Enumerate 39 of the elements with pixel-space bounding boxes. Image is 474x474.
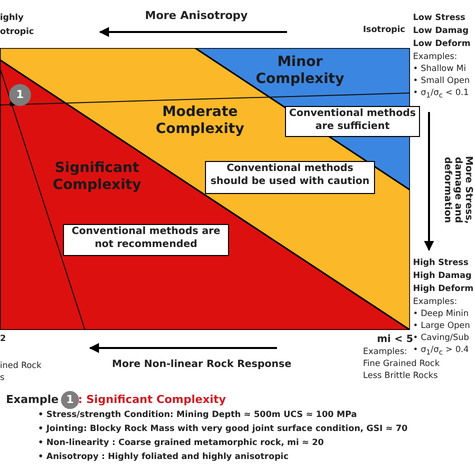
zone-title: Minor Complexity xyxy=(254,54,346,88)
label-text: Less Brittle Rocks xyxy=(363,372,438,382)
label-text: 2 xyxy=(0,335,6,344)
label-text: Low Deform xyxy=(413,40,470,50)
label-text: High Stress xyxy=(413,259,468,268)
label-text: Low Damag xyxy=(413,27,469,36)
label-text: Example xyxy=(6,394,59,406)
label-text: • σ$_{1}$/σ$_{c}$ < 0.1 xyxy=(413,89,469,100)
label-text: High Damag xyxy=(413,272,472,282)
example-marker: 1 xyxy=(61,391,79,409)
label-text: • Jointing: Blocky Rock Mass with very good joint surface condition, GSI ≈ 70 xyxy=(38,425,408,434)
label-text: • Non-linearity : Coarse grained metamorphic rock, mi ≈ 20 xyxy=(38,439,324,448)
label-text: • Stress/strength Condition: Mining Depth ≈ 500m UCS ≈ 100 MPa xyxy=(38,411,357,420)
label-text: s xyxy=(0,374,4,384)
label-text: Fine Grained Rock xyxy=(363,360,440,370)
label-text: mi < 5 xyxy=(377,334,414,345)
label-text: • Shallow Mi xyxy=(413,65,466,74)
label-text: Examples: xyxy=(413,298,458,308)
label-text: • σ$_{1}$/σ$_{c}$ > 0.4 xyxy=(413,346,469,356)
label-text: Isotropic xyxy=(363,26,406,36)
label-text: otropic xyxy=(0,28,34,38)
zone-title: Significant Complexity xyxy=(52,160,142,194)
label-text: • Small Open xyxy=(413,77,470,86)
label-text: Low Stress xyxy=(413,14,466,24)
label-text: : Significant Complexity xyxy=(78,394,226,406)
label-text: More Non-linear Rock Response xyxy=(112,359,292,370)
label-text: Examples: xyxy=(413,53,458,62)
label-text: More Anisotropy xyxy=(145,10,248,22)
label-text: • Large Open xyxy=(413,322,470,332)
note-box: Conventional methods are sufficient xyxy=(285,106,420,137)
label-text: ined Rock xyxy=(0,362,42,372)
label-text: High Deform xyxy=(413,285,474,294)
label-text: • Caving/Sub xyxy=(413,334,470,344)
label-text: • Deep Minin xyxy=(413,310,469,320)
label-text: More Stress, damage and deformation xyxy=(441,155,473,226)
label-text: • Anisotropy : Highly foliated and highly anisotropic xyxy=(38,453,288,462)
zone-title: Moderate Complexity xyxy=(154,104,246,138)
label-text: ighly xyxy=(0,14,24,24)
label-text: Examples: xyxy=(363,348,408,358)
